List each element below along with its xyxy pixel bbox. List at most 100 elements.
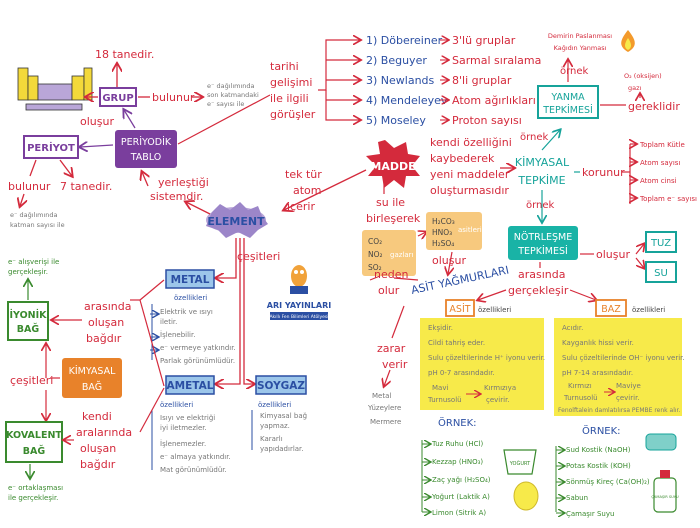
bond-cesitleri: çeşitleri (10, 374, 53, 387)
kendi-4: bağdır (80, 458, 116, 471)
periyot-note-2: katman sayısı ile (10, 221, 65, 229)
kendi-1: kendi (82, 410, 112, 423)
periyot-note-1: e⁻ dağılımında (10, 211, 58, 219)
madde-desc-2: kaybederek (430, 152, 495, 165)
madde-desc-4: oluşturmasıdır (430, 184, 509, 197)
gases-box (362, 230, 416, 276)
bleach-label: ÇAMAŞIR SUYU (651, 495, 679, 499)
baz-examples: Sud Kostik (NaOH) Potas Kostik (KOH) Sön… (566, 446, 650, 518)
grup-count: 18 tanedir. (95, 48, 154, 61)
metal-prop: İşlenebilir. (160, 330, 195, 339)
baz-example: Çamaşır Suyu (566, 510, 614, 518)
yanma-1: YANMA (550, 92, 585, 103)
asit-prop: Ekşidir. (428, 324, 453, 332)
ametal-prop: İşlenemezler. (160, 439, 206, 448)
history-item-name: 2) Beguyer (366, 54, 427, 67)
kovalent-note-1: e⁻ ortaklaşması (8, 484, 63, 492)
element-label: ELEMENT (207, 215, 265, 228)
flame-icon (621, 30, 635, 52)
acids-box (426, 212, 482, 250)
metal-label: METAL (171, 274, 210, 286)
history-item-desc: 8'li gruplar (452, 74, 512, 87)
history-header-2: gelişimi (270, 76, 312, 89)
asit-ornek: ÖRNEK: (438, 416, 477, 429)
tek-tur-3: içerir (287, 200, 315, 213)
history-item-desc: Atom ağırlıkları (452, 94, 536, 107)
history-header-1: tarihi (270, 60, 299, 73)
baz-prop: pH 7-14 arasındadır. (562, 369, 633, 377)
ametal-label: AMETAL (167, 380, 214, 392)
metal-prop: iletir. (160, 318, 177, 326)
asit-prop: Cildi tahriş eder. (428, 339, 485, 347)
history-header-3: ile ilgili (270, 92, 309, 105)
su-ile-2: birleşerek (366, 212, 421, 225)
su-box (645, 261, 677, 283)
iyonik-box (7, 301, 49, 341)
arasinda-3: bağdır (86, 332, 122, 345)
yanma-ex-2: Kağıdın Yanması (554, 44, 607, 52)
baz-example: Potas Kostik (KOH) (566, 462, 631, 470)
asit-example: Tuz Ruhu (HCl) (431, 440, 483, 448)
iyonik-1: İYONİK (10, 310, 48, 321)
element-burst: ELEMENT (206, 202, 268, 238)
periyot-bulunur: bulunur (8, 180, 51, 193)
kt-ornek-top: örnek (520, 132, 549, 143)
yogurt-label: YOĞURT (509, 460, 531, 467)
history-item-name: 3) Newlands (366, 74, 435, 87)
mascot-icon (290, 265, 308, 294)
baz-ozellikleri: özellikleri (632, 306, 665, 314)
baz-prop: Kayganlık hissi verir. (562, 339, 634, 347)
tuz-box (645, 231, 677, 253)
notrlesme-box (508, 226, 578, 260)
madde-burst: MADDE (366, 140, 420, 188)
history-list: 1) Döbereiner 3'lü gruplar 2) Beguyer Sa… (366, 34, 541, 127)
baz-example: Sabun (566, 494, 588, 502)
tek-tur-1: tek tür (285, 168, 322, 181)
kimyasal-bag-1: KİMYASAL (69, 366, 116, 377)
arasinda-g-2: gerçekleşir (508, 284, 569, 297)
yogurt-icon: YOĞURT (503, 449, 537, 475)
asit-title-box (445, 299, 475, 317)
soap-icon (645, 433, 677, 451)
yanma-ornek: örnek (560, 66, 589, 77)
iyonik-note-2: gerçekleşir. (8, 268, 48, 276)
kovalent-1: KOVALENT (6, 430, 62, 441)
madde-desc-1: kendi özelliğini (430, 136, 512, 149)
arasinda-2: oluşan (88, 316, 124, 329)
kimyasal-tepkime-2: TEPKİME (517, 174, 565, 187)
su-ile-1: su ile (376, 196, 405, 209)
periyodik-tablo-1: PERİYODİK (121, 137, 172, 148)
soygaz-prop: Kimyasal bağ (260, 412, 307, 420)
grup-note-3: e⁻ sayısı ile (207, 100, 244, 108)
neden-2: olur (378, 284, 400, 297)
metal-prop: e⁻ vermeye yatkındır. (160, 344, 236, 352)
kt-korunur: korunur (582, 166, 625, 179)
yerlestigi-1: yerleştiği (158, 176, 209, 189)
kendi-2: aralarında (76, 426, 132, 439)
madde-label: MADDE (370, 160, 415, 173)
baz-example: Sud Kostik (NaOH) (566, 446, 631, 454)
baz-fenol: Fenolftalein damlatılırsa PEMBE renk alı… (558, 407, 680, 414)
baz-prop: Acıdır. (562, 324, 583, 332)
acid-formula: H₂CO₃ (432, 217, 455, 226)
ametal-prop: iyi iletmezler. (160, 424, 207, 432)
kendi-3: oluşan (80, 442, 116, 455)
asit-litmus-2: Turnusolü (427, 396, 462, 404)
baz-title: BAZ (601, 304, 621, 315)
periodic-table-icon (17, 67, 93, 111)
gas: SO₂ (368, 263, 382, 272)
acids-label: asitleri (458, 226, 482, 234)
soygaz-prop: yapıdadırlar. (260, 445, 304, 453)
kimyasal-tepkime-1: KİMYASAL (515, 156, 570, 169)
kovalent-2: BAĞ (23, 445, 46, 457)
yanma-box (537, 85, 599, 119)
history-item-desc: 3'lü gruplar (452, 34, 516, 47)
gereklidir: gereklidir (628, 100, 680, 113)
soygaz-label: SOYGAZ (257, 380, 305, 392)
ametal-prop: Isıyı ve elektriği (160, 414, 215, 422)
baz-example: Sönmüş Kireç (Ca(OH)₂) (566, 478, 650, 486)
grup-label: GRUP (102, 93, 133, 104)
grup-note-2: son katmandaki (207, 91, 259, 99)
soygaz-prop: Kararlı (260, 435, 283, 443)
yerlestigi-2: sistemdir. (150, 190, 203, 203)
